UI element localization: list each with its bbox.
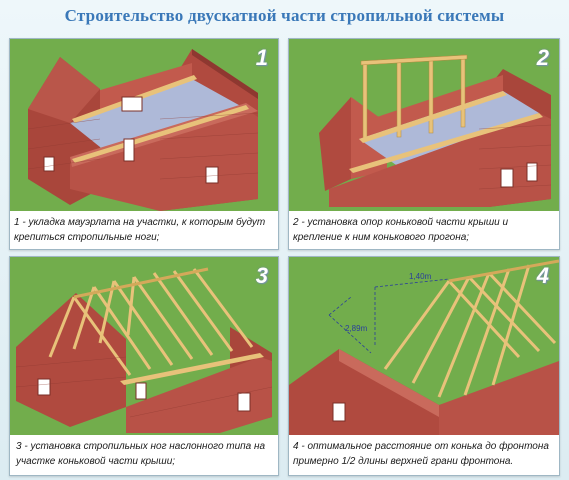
panel-2: 2 2 - установка опор коньковой части кры… [288,38,560,250]
panel-4-illustration: 1,40m 2,89m [289,257,559,435]
panel-caption: 2 - установка опор коньковой части крыши… [293,217,509,243]
panel-number: 4 [536,263,549,288]
panel-number: 3 [255,263,268,288]
panel-number: 2 [536,45,549,70]
panel-3-illustration [10,257,278,435]
panel-number: 1 [255,45,268,70]
panel-caption: 3 - установка стропильных ног наслонного… [16,441,266,467]
panel-caption: 4 - оптимальное расстояние от конька до … [293,441,549,467]
dimension-horizontal-label: 1,40m [409,272,432,281]
panel-1-illustration [10,39,278,211]
dimension-vertical-label: 2,89m [345,324,368,333]
panel-2-illustration [289,39,559,211]
panel-4: 1,40m 2,89m 4 4 - оптимальное расстояние… [288,256,560,476]
panel-1: 1 1 - укладка мауэрлата на участки, к ко… [9,38,279,250]
panel-caption: 1 - укладка мауэрлата на участки, к кото… [14,217,266,243]
panel-3: 3 3 - установка стропильных ног наслонно… [9,256,279,476]
page-title: Строительство двускатной части стропильн… [64,6,505,25]
